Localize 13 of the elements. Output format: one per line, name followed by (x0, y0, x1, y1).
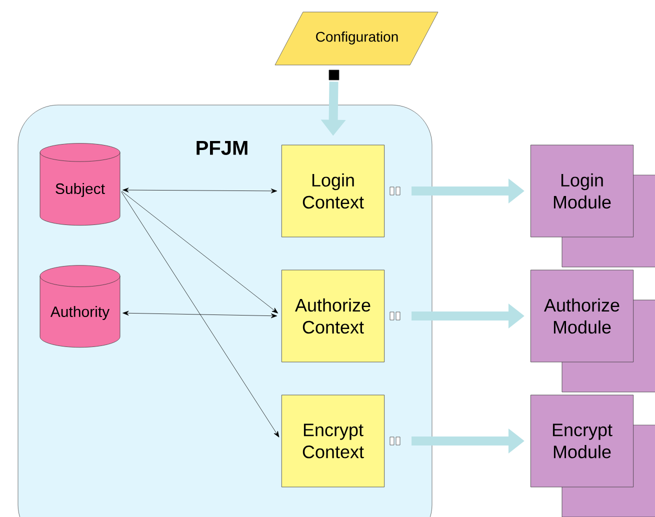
module-stack: Encrypt Module (530, 394, 655, 517)
data-parallelogram: Configuration (274, 12, 438, 66)
arrow (121, 191, 280, 438)
arrow (122, 310, 278, 318)
arrow (122, 188, 278, 194)
database-cylinder: Subject (40, 143, 120, 226)
arrow (122, 191, 278, 314)
database-cylinder: Authority (40, 265, 120, 348)
module-stack: Authorize Module (530, 270, 655, 392)
context-box: Authorize Context (281, 270, 385, 362)
module-stack: Login Module (530, 144, 655, 268)
context-box: Encrypt Context (281, 394, 385, 488)
context-box: Login Context (281, 144, 385, 238)
